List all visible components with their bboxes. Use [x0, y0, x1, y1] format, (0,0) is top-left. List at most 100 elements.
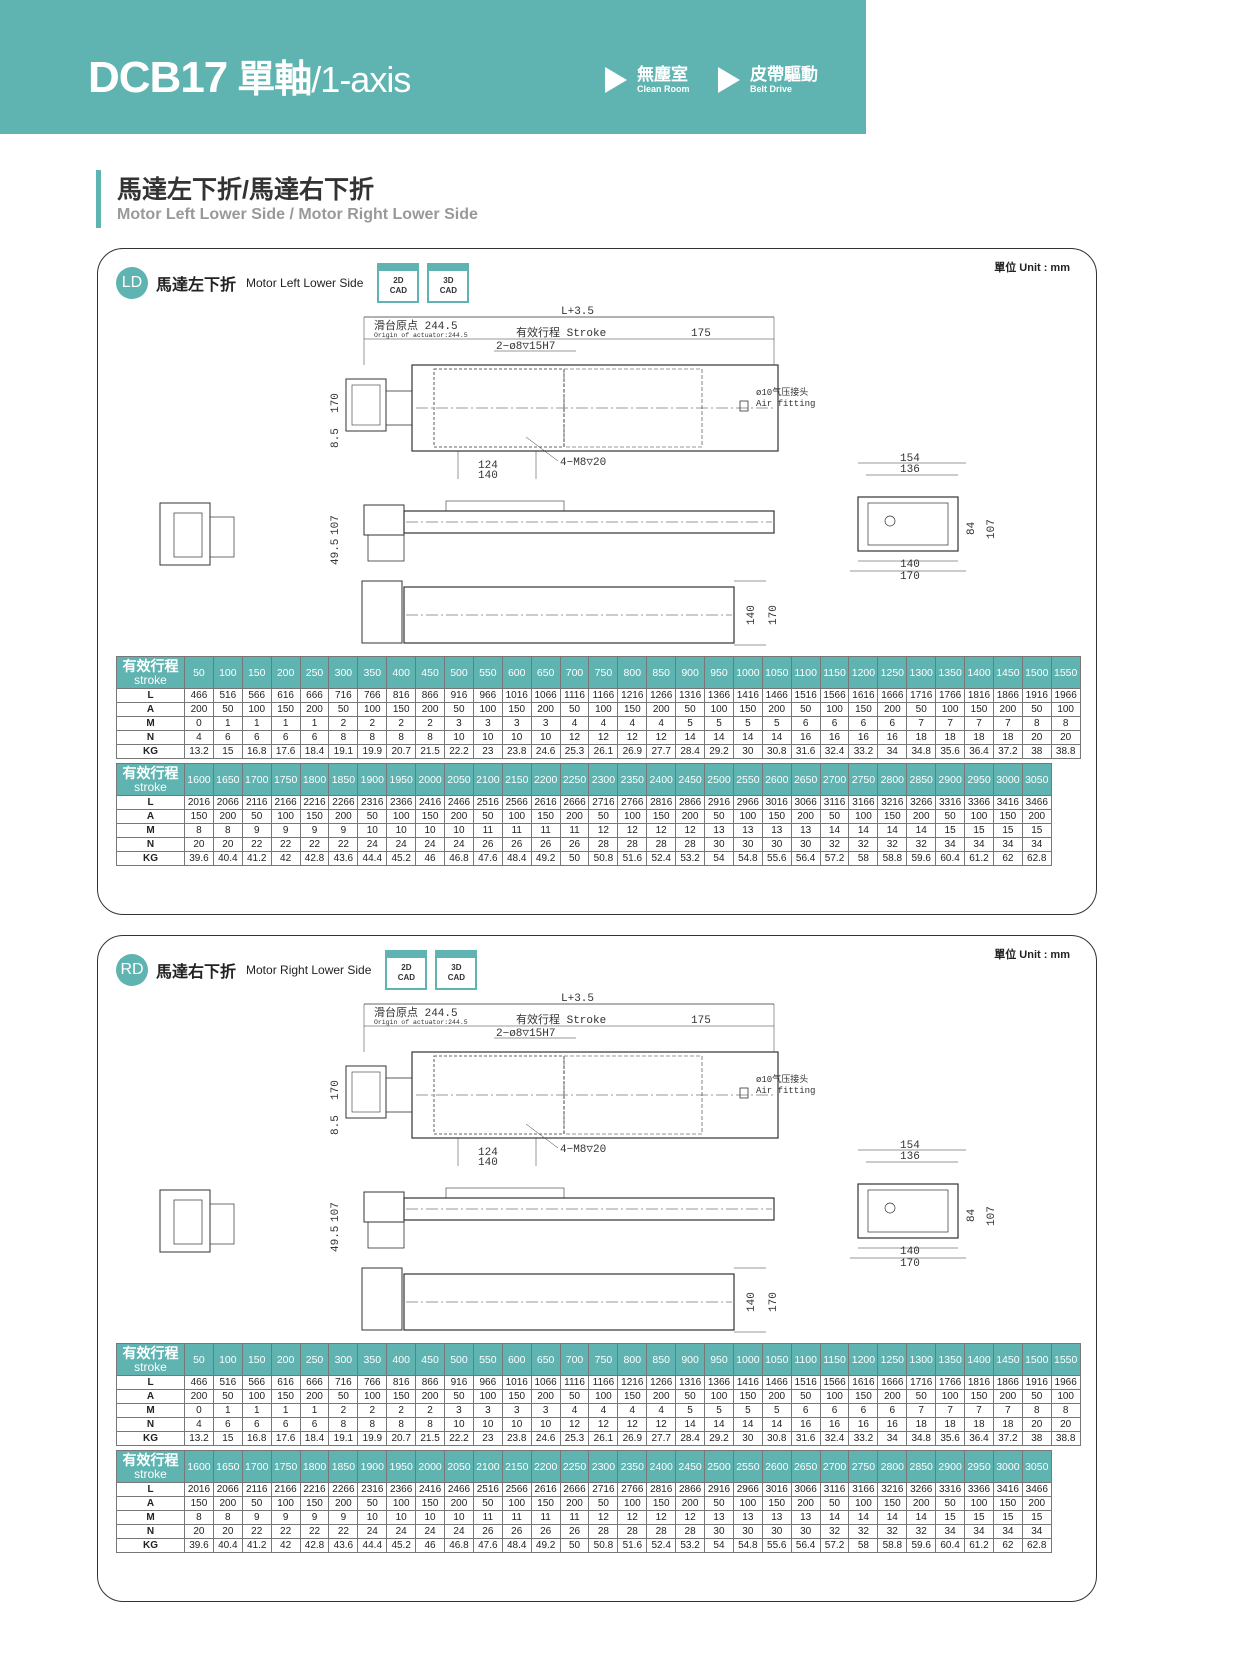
table-cell: 1016 — [501, 688, 532, 703]
table-cell: 8 — [1021, 1403, 1052, 1418]
table-cell: 30 — [790, 837, 821, 852]
table-cell: 62.8 — [1021, 1538, 1052, 1553]
table-cell: 2016 — [184, 795, 214, 810]
table-cell: 21.5 — [415, 744, 446, 759]
panel-left-lower: 單位 Unit : mm LD 馬達左下折 Motor Left Lower S… — [97, 248, 1097, 915]
table-cell: 3 — [472, 1403, 503, 1418]
table-cell: 1216 — [617, 688, 648, 703]
table-cell: 966 — [472, 1375, 503, 1390]
table-cell: 34 — [964, 1524, 994, 1539]
table-cell: 15 — [935, 823, 966, 838]
stroke-value: 2500 — [704, 1450, 734, 1483]
stroke-value: 600 — [501, 656, 532, 689]
stroke-value: 2000 — [415, 1450, 446, 1483]
table-cell: 1066 — [530, 688, 561, 703]
table-cell: 50 — [444, 1389, 474, 1404]
table-cell: 46.8 — [444, 851, 474, 866]
table-cell: 200 — [444, 1496, 474, 1511]
stroke-value: 2350 — [617, 1450, 648, 1483]
stroke-value: 2500 — [704, 763, 734, 796]
dimension-label: 170 — [330, 393, 342, 413]
table-cell: 916 — [444, 688, 474, 703]
table-cell: 30.8 — [761, 744, 792, 759]
stroke-value: 450 — [415, 1343, 446, 1376]
row-label: A — [116, 1389, 185, 1404]
table-cell: 13 — [732, 1510, 763, 1525]
table-cell: 7 — [964, 1403, 994, 1418]
stroke-value: 100 — [212, 656, 243, 689]
table-cell: 200 — [559, 1496, 590, 1511]
stroke-value: 200 — [270, 656, 301, 689]
table-cell: 200 — [415, 1389, 446, 1404]
table-cell: 150 — [732, 702, 763, 717]
table-cell: 1216 — [617, 1375, 648, 1390]
model-name: DCB17 — [88, 53, 228, 102]
dimension-label: 84 — [966, 521, 978, 535]
stroke-value: 3050 — [1021, 1450, 1052, 1483]
table-cell: 34 — [935, 837, 966, 852]
table-cell: 50 — [328, 1389, 359, 1404]
table-cell: 15 — [935, 1510, 966, 1525]
table-cell: 30 — [790, 1524, 821, 1539]
table-cell: 62.8 — [1021, 851, 1052, 866]
badge-label-zh: 皮帶驅動 — [750, 65, 818, 84]
table-cell: 100 — [1050, 702, 1081, 717]
stroke-value: 500 — [444, 656, 474, 689]
table-cell: 1116 — [559, 1375, 590, 1390]
stroke-value: 2300 — [588, 1450, 619, 1483]
table-cell: 12 — [617, 1510, 648, 1525]
table-cell: 24 — [357, 1524, 388, 1539]
table-cell: 100 — [617, 1496, 648, 1511]
table-cell: 35.6 — [935, 1431, 966, 1446]
table-cell: 14 — [761, 1417, 792, 1432]
table-cell: 150 — [877, 809, 908, 824]
table-cell: 100 — [704, 1389, 734, 1404]
table-cell: 4 — [588, 716, 619, 731]
table-cell: 1316 — [675, 688, 706, 703]
table-cell: 16.8 — [241, 1431, 272, 1446]
stroke-value: 1450 — [992, 1343, 1023, 1376]
table-cell: 1 — [270, 1403, 301, 1418]
table-cell: 36.4 — [964, 1431, 994, 1446]
table-cell: 3 — [501, 1403, 532, 1418]
table-cell: 28 — [675, 1524, 706, 1539]
table-cell: 2516 — [472, 795, 503, 810]
table-cell: 20 — [1021, 1417, 1052, 1432]
table-cell: 4 — [646, 1403, 677, 1418]
table-cell: 3366 — [964, 795, 994, 810]
row-label: KG — [116, 1538, 185, 1553]
table-cell: 50 — [472, 1496, 503, 1511]
table-cell: 53.2 — [675, 1538, 706, 1553]
stroke-value: 850 — [646, 656, 677, 689]
table-cell: 150 — [617, 1389, 648, 1404]
table-cell: 1666 — [877, 688, 908, 703]
table-cell: 41.2 — [241, 851, 272, 866]
table-cell: 18 — [935, 1417, 966, 1432]
table-cell: 26 — [530, 1524, 561, 1539]
table-cell: 2 — [415, 716, 446, 731]
table-cell: 7 — [964, 716, 994, 731]
table-cell: 3 — [530, 1403, 561, 1418]
table-cell: 100 — [270, 809, 301, 824]
table-cell: 4 — [617, 716, 648, 731]
panel-title-zh: 馬達左下折 — [156, 277, 237, 294]
table-cell: 150 — [270, 702, 301, 717]
table-cell: 20 — [212, 1524, 243, 1539]
dimension-label: 49.5 — [330, 539, 342, 565]
dimension-label: 140 — [746, 605, 758, 625]
table-cell: 17.6 — [270, 744, 301, 759]
table-cell: 3 — [472, 716, 503, 731]
table-cell: 1616 — [848, 688, 879, 703]
table-cell: 200 — [646, 702, 677, 717]
stroke-value: 1650 — [212, 763, 243, 796]
table-cell: 200 — [877, 1389, 908, 1404]
table-cell: 1666 — [877, 1375, 908, 1390]
